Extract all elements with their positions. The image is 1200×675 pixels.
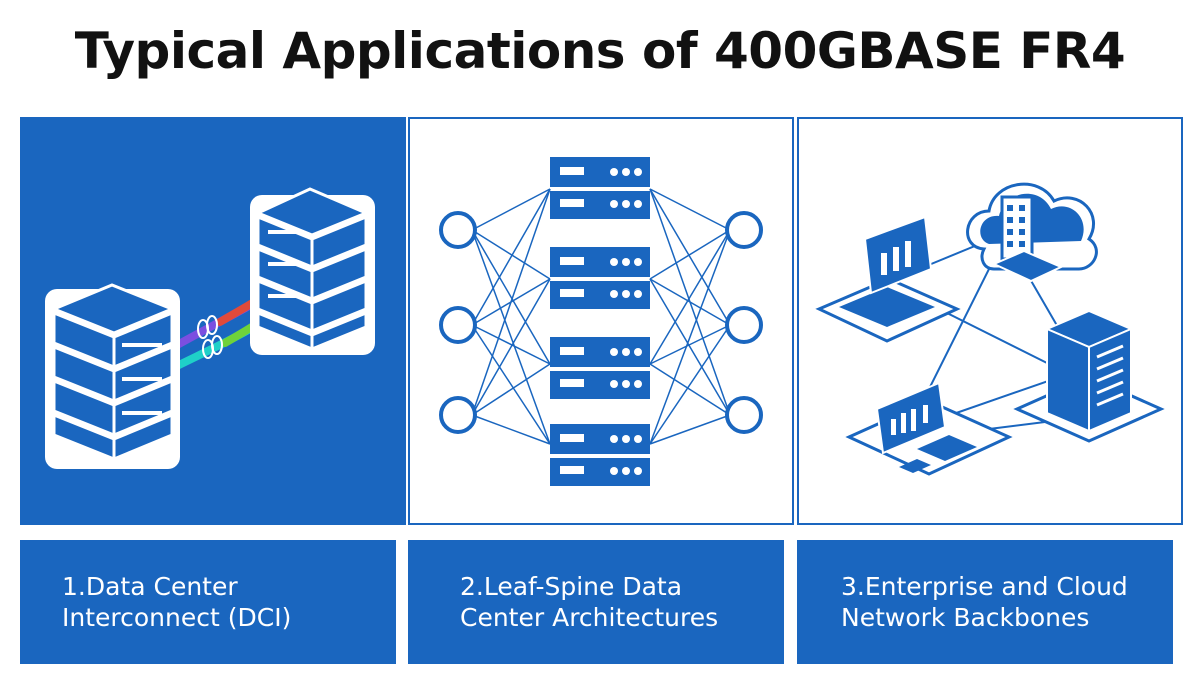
caption-line: Center Architectures [460,603,719,632]
server-tower-icon [1013,309,1165,443]
endpoint-nodes [439,211,763,434]
panel-enterprise-cloud [797,117,1183,525]
panel-dci [20,117,406,525]
server-stack-right-icon [250,187,375,355]
server-rack-fiber-icon [45,187,375,469]
leaf-spine-network-icon [439,157,763,486]
switch-icons [550,157,650,486]
server-stack-left-icon [45,283,180,469]
laptop-icon [815,215,961,343]
cloud-icon [966,182,1098,283]
caption-line: 1.Data Center [62,572,238,601]
caption-line: Network Backbones [841,603,1090,632]
caption-line: 2.Leaf-Spine Data [460,572,683,601]
caption-dci: 1.Data Center Interconnect (DCI) [20,540,396,664]
cloud-enterprise-network-icon [815,182,1165,476]
panel-leaf-spine [408,117,794,525]
caption-line: 3.Enterprise and Cloud [841,572,1128,601]
caption-enterprise-cloud: 3.Enterprise and Cloud Network Backbones [797,540,1173,664]
caption-line: Interconnect (DCI) [62,603,292,632]
network-links [471,188,731,445]
desktop-icon [845,381,1013,476]
page-title: Typical Applications of 400GBASE FR4 [74,22,1126,80]
caption-leaf-spine: 2.Leaf-Spine Data Center Architectures [408,540,784,664]
